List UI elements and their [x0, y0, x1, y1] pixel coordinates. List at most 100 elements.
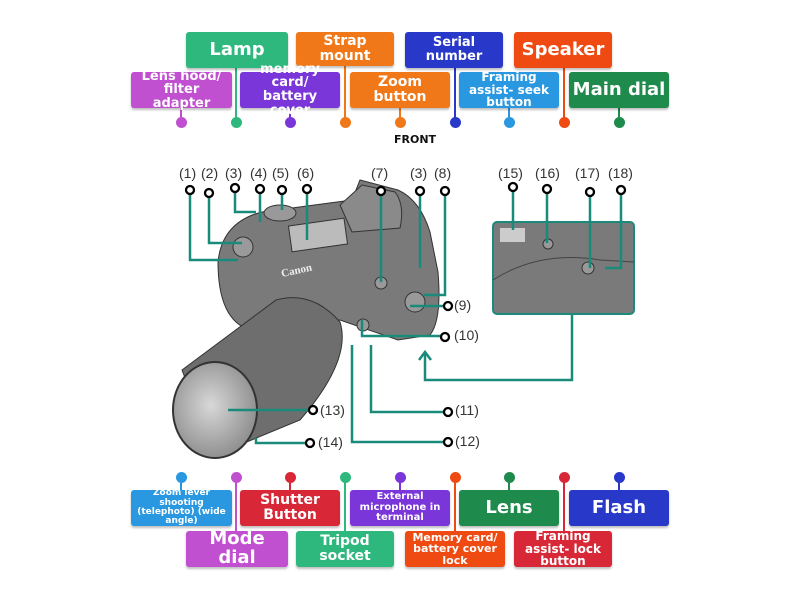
callout-number: (3)	[225, 165, 242, 181]
label-external-microphone[interactable]: External microphone in terminal	[350, 490, 450, 526]
callout-dot	[184, 184, 196, 196]
drop-pin	[289, 108, 291, 122]
label-flash[interactable]: Flash	[569, 490, 669, 526]
drop-target-dot[interactable]	[504, 117, 515, 128]
callout-dot	[229, 182, 241, 194]
drop-target-dot[interactable]	[340, 472, 351, 483]
callout-number: (5)	[272, 165, 289, 181]
drop-pin	[235, 478, 237, 531]
callout-dot	[203, 187, 215, 199]
callout-number: (9)	[454, 297, 471, 313]
callout-number: (15)	[498, 165, 523, 181]
label-zoom-lever[interactable]: Zoom lever shooting (telephoto) (wide an…	[131, 488, 232, 526]
label-speaker[interactable]: Speaker	[514, 32, 612, 68]
inset-box	[492, 221, 635, 315]
drop-target-dot[interactable]	[395, 472, 406, 483]
drop-target-dot[interactable]	[395, 117, 406, 128]
drop-pin	[454, 68, 456, 122]
drop-target-dot[interactable]	[285, 117, 296, 128]
drop-pin	[618, 108, 620, 122]
drop-pin	[399, 108, 401, 122]
label-mode-dial[interactable]: Mode dial	[186, 529, 288, 567]
drop-pin	[399, 478, 401, 490]
drop-target-dot[interactable]	[231, 117, 242, 128]
callout-dot	[414, 185, 426, 197]
callout-dot	[442, 436, 454, 448]
mode-dial-shape	[263, 204, 297, 222]
flash-unit	[287, 217, 349, 253]
callout-dot	[276, 184, 288, 196]
front-view-label: FRONT	[394, 133, 437, 146]
label-serial-number[interactable]: Serial number	[405, 32, 503, 68]
label-framing-assist-lock[interactable]: Framing assist- lock button	[514, 530, 612, 568]
callout-number: (6)	[297, 165, 314, 181]
callout-dot	[507, 181, 519, 193]
callout-number: (18)	[608, 165, 633, 181]
callout-number: (11)	[455, 402, 479, 418]
callout-number: (4)	[250, 165, 267, 181]
drop-pin	[289, 478, 291, 490]
drop-pin	[508, 108, 510, 122]
callout-number: (14)	[318, 434, 343, 450]
drop-target-dot[interactable]	[559, 472, 570, 483]
drop-pin	[563, 478, 565, 531]
callout-number: (7)	[371, 165, 388, 181]
shutter-button-shape	[232, 236, 254, 258]
callout-dot	[307, 404, 319, 416]
drop-pin	[618, 478, 620, 490]
drop-target-dot[interactable]	[285, 472, 296, 483]
drop-pin	[344, 66, 346, 122]
callout-number: (8)	[434, 165, 451, 181]
drop-target-dot[interactable]	[450, 472, 461, 483]
callout-number: (12)	[455, 433, 480, 449]
callout-number: (1)	[179, 165, 196, 181]
label-framing-assist-seek[interactable]: Framing assist- seek button	[459, 71, 559, 109]
drop-target-dot[interactable]	[559, 117, 570, 128]
drop-target-dot[interactable]	[176, 472, 187, 483]
callout-dot	[442, 406, 454, 418]
drop-pin	[344, 478, 346, 531]
drop-pin	[180, 108, 182, 122]
callout-number: (17)	[575, 165, 600, 181]
callout-dot	[304, 437, 316, 449]
label-lamp[interactable]: Lamp	[186, 32, 288, 68]
callout-dot	[375, 185, 387, 197]
callout-dot	[439, 331, 451, 343]
callout-number: (16)	[535, 165, 560, 181]
callout-dot	[541, 183, 553, 195]
callout-dot	[442, 300, 454, 312]
drop-pin	[454, 478, 456, 531]
label-strap-mount[interactable]: Strap mount	[296, 32, 394, 66]
drop-pin	[563, 68, 565, 122]
drop-target-dot[interactable]	[614, 472, 625, 483]
drop-pin	[180, 478, 182, 490]
callout-dot	[584, 186, 596, 198]
callout-number: (13)	[320, 402, 345, 418]
callout-dot	[615, 184, 627, 196]
viewfinder	[339, 184, 403, 233]
callout-dot	[439, 185, 451, 197]
callout-dot	[254, 183, 266, 195]
drop-target-dot[interactable]	[176, 117, 187, 128]
label-shutter-button[interactable]: Shutter Button	[240, 490, 340, 526]
callout-number: (2)	[201, 165, 218, 181]
label-lens-hood[interactable]: Lens hood/ filter adapter	[131, 69, 232, 110]
leader-lines	[188, 187, 623, 445]
drop-target-dot[interactable]	[450, 117, 461, 128]
drop-target-dot[interactable]	[614, 117, 625, 128]
drop-pin	[508, 478, 510, 490]
drop-target-dot[interactable]	[340, 117, 351, 128]
label-memory-card-cover-lock[interactable]: Memory card/ battery cover lock	[405, 531, 505, 567]
drop-target-dot[interactable]	[231, 472, 242, 483]
callout-dot	[301, 183, 313, 195]
callout-number: (10)	[454, 327, 479, 343]
label-main-dial[interactable]: Main dial	[569, 72, 669, 108]
drop-target-dot[interactable]	[504, 472, 515, 483]
label-memory-card-cover[interactable]: memory card/ battery cover	[240, 62, 340, 117]
label-zoom-button[interactable]: Zoom button	[350, 72, 450, 108]
label-tripod-socket[interactable]: Tripod socket	[296, 531, 394, 567]
callout-number: (3)	[410, 165, 427, 181]
drop-pin	[235, 68, 237, 122]
label-lens[interactable]: Lens	[459, 490, 559, 526]
